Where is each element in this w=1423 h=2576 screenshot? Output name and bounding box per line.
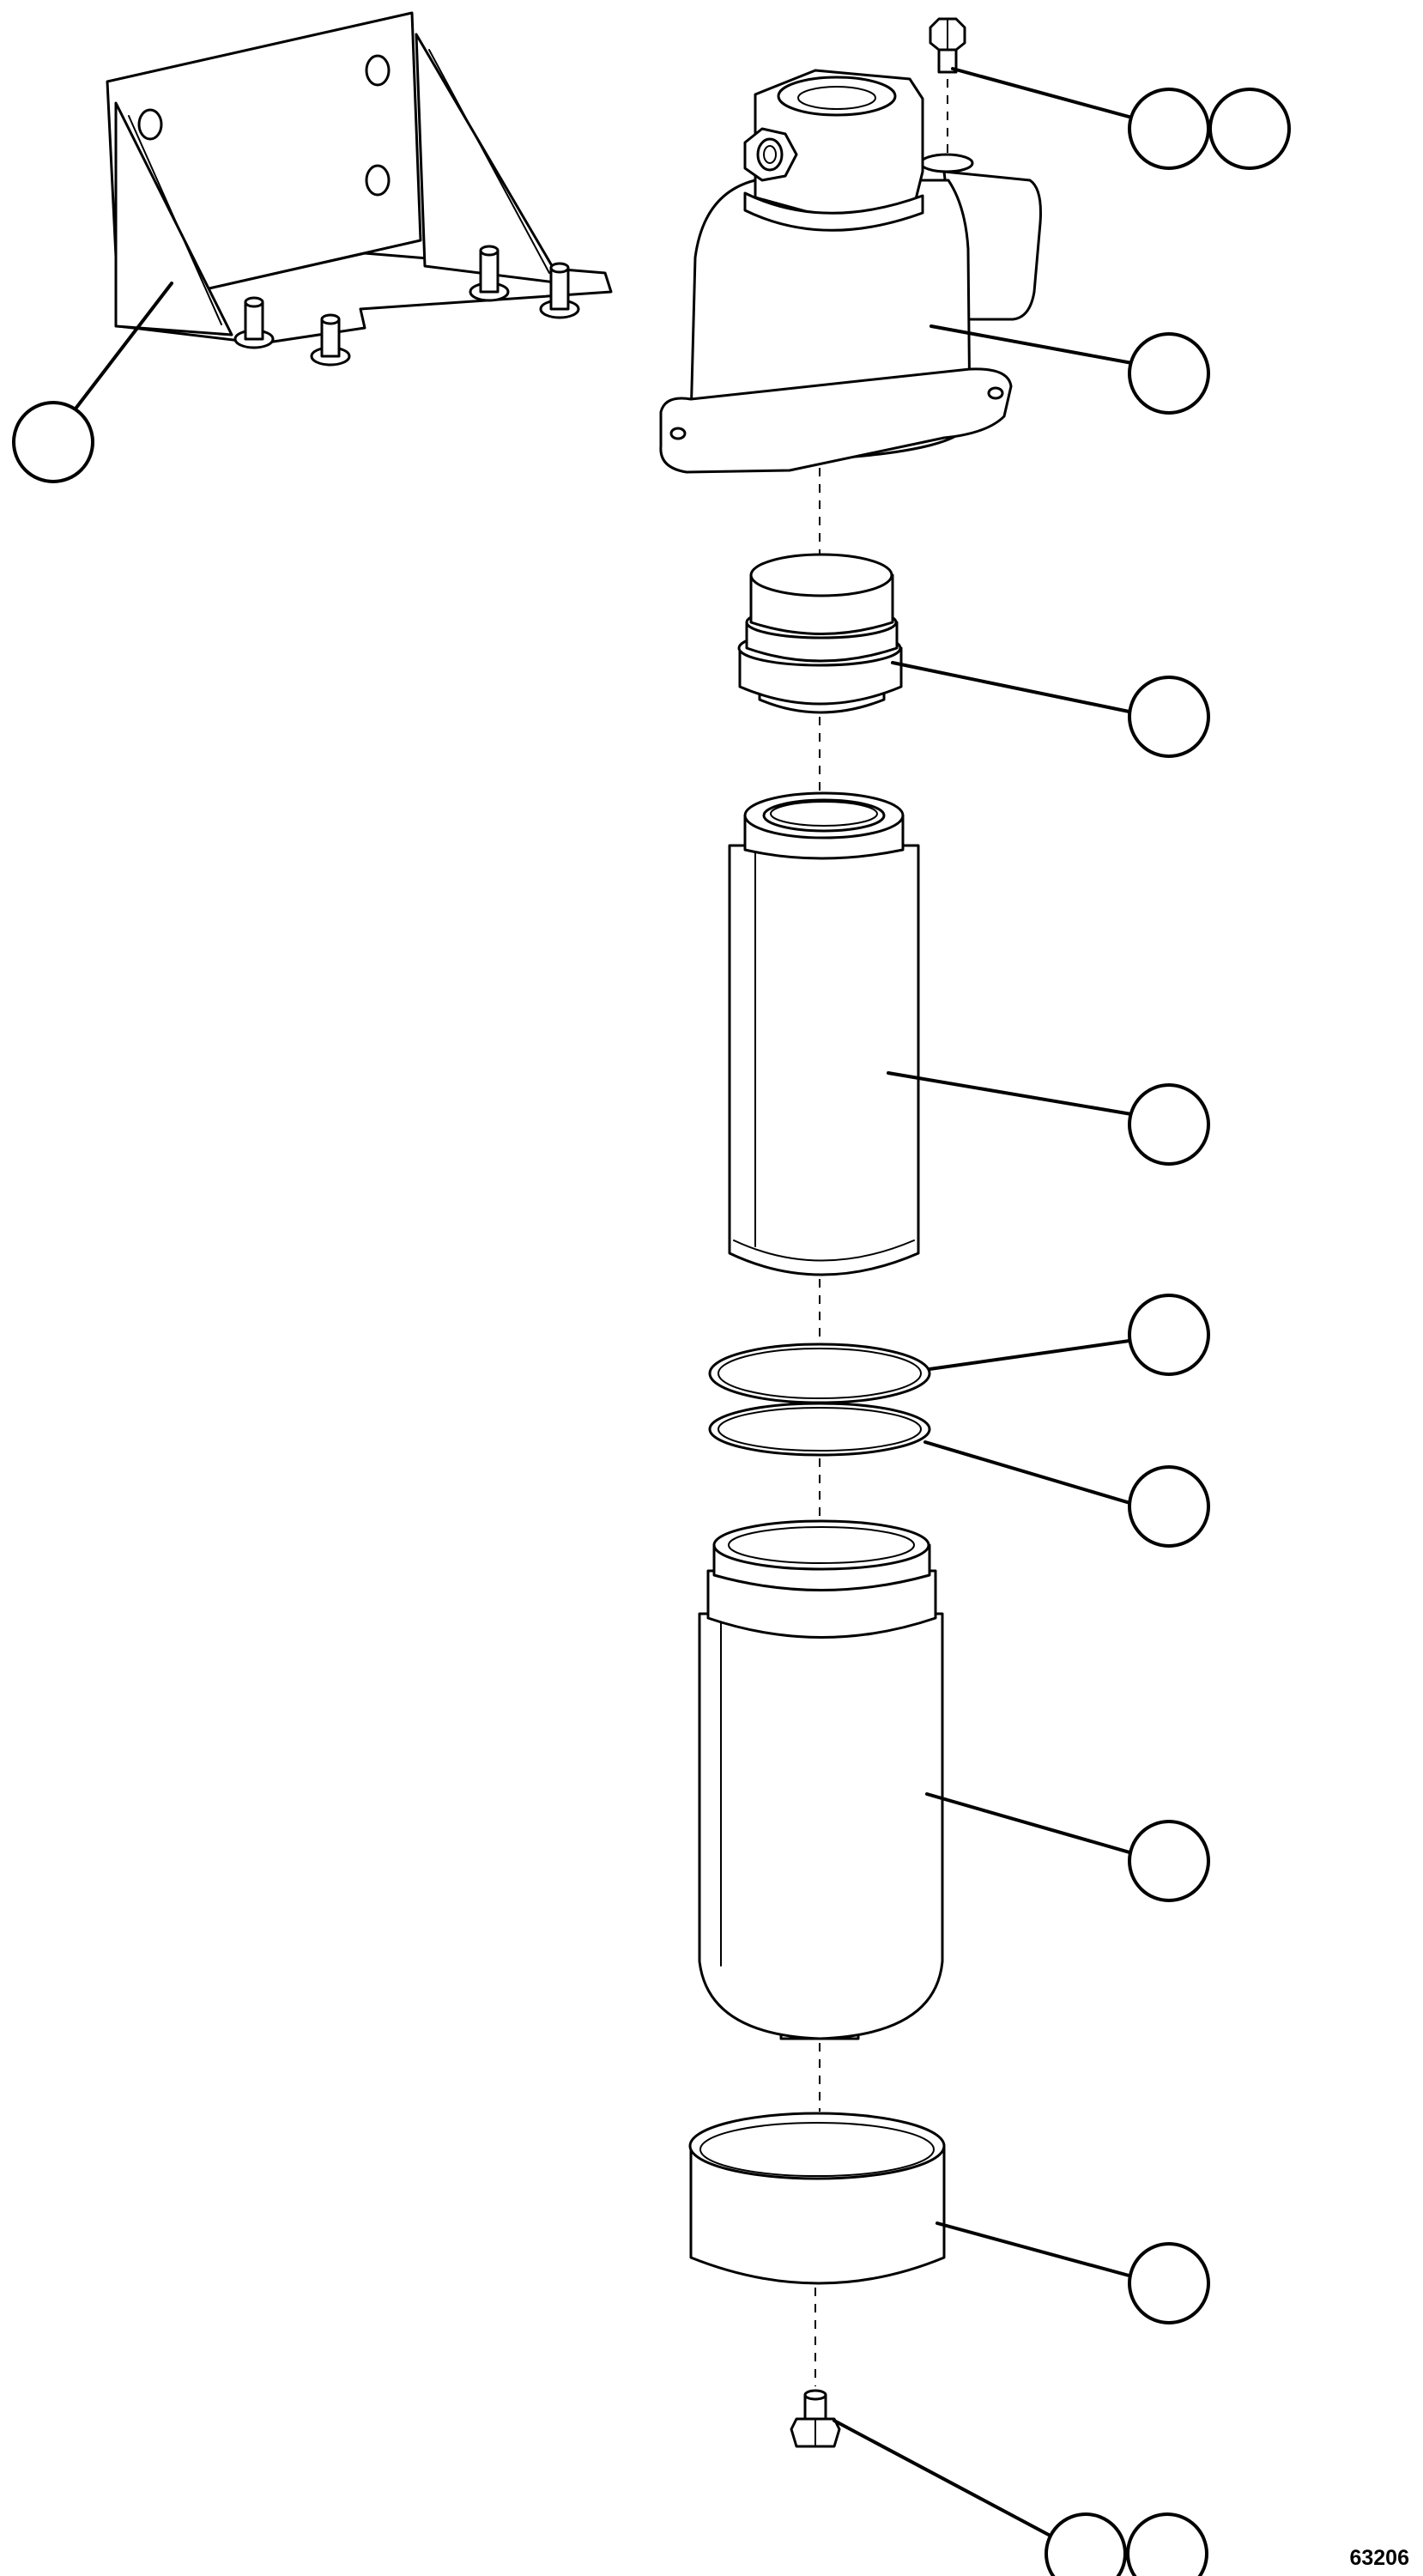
callout-bubble bbox=[1208, 88, 1291, 170]
callout-bubble bbox=[1128, 332, 1210, 415]
callout-bubble bbox=[1128, 1465, 1210, 1548]
assembly-axis bbox=[814, 79, 948, 2386]
o-ring-lower bbox=[708, 1402, 931, 1457]
callout-bubble bbox=[1128, 1083, 1210, 1166]
callout-bubble bbox=[1045, 2512, 1127, 2576]
element-cap bbox=[737, 553, 903, 714]
filter-element bbox=[728, 791, 920, 1276]
callout-bubbles bbox=[12, 88, 1291, 2576]
collar-ring bbox=[688, 2112, 946, 2285]
o-ring-upper bbox=[708, 1343, 931, 1404]
callout-bubble bbox=[12, 401, 94, 483]
callout-bubble bbox=[1128, 676, 1210, 758]
mounting-stud bbox=[233, 296, 275, 349]
filter-bowl bbox=[698, 1519, 944, 2040]
top-bolt bbox=[929, 17, 966, 74]
mounting-bracket bbox=[106, 11, 613, 367]
filter-head bbox=[659, 69, 1042, 474]
callout-bubble bbox=[1128, 1294, 1210, 1376]
figure-code: 63206 bbox=[1349, 2546, 1409, 2570]
drain-plug bbox=[790, 2389, 841, 2448]
callout-bubble bbox=[1128, 88, 1210, 170]
mounting-stud bbox=[310, 313, 351, 367]
leader-lines bbox=[71, 67, 1143, 2543]
callout-bubble bbox=[1126, 2512, 1208, 2576]
mounting-stud bbox=[469, 245, 510, 302]
callout-bubble bbox=[1128, 1820, 1210, 1902]
mounting-stud bbox=[539, 262, 580, 319]
callout-bubble bbox=[1128, 2242, 1210, 2324]
